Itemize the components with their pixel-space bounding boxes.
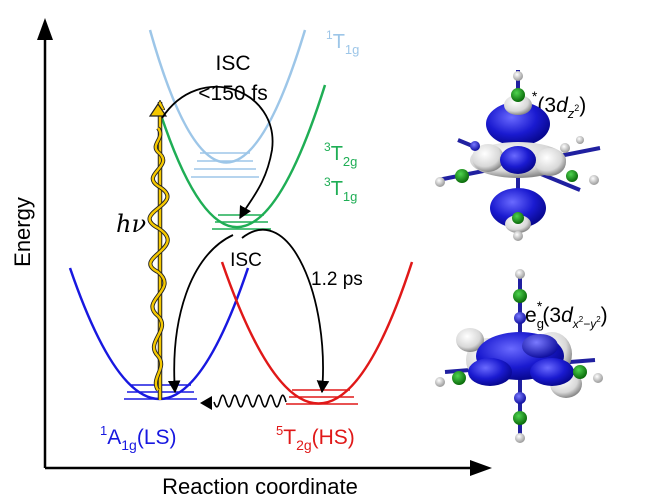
state-hs-label: 5T2g(HS)	[276, 423, 355, 453]
photon-wave	[148, 127, 169, 391]
hs-relaxation-wave	[213, 394, 287, 408]
isc-arrow-top	[161, 86, 274, 220]
isc-top-time: <150 fs	[198, 82, 267, 105]
hs-levels	[286, 389, 358, 405]
state-ls-label: 1A1g(LS)	[100, 423, 177, 453]
orbital-dz2-image	[435, 70, 601, 241]
state-1t1g-label: 1T1g	[326, 28, 359, 57]
state-3t2g-label: 3T2g	[324, 140, 357, 169]
hs-relaxation-arrowhead	[200, 396, 212, 410]
photon-excitation: hν	[116, 102, 170, 400]
y-axis-label: Energy	[10, 197, 35, 267]
singlet-t1g-curve	[148, 29, 307, 164]
x-axis-label: Reaction coordinate	[162, 474, 358, 499]
photon-label: hν	[116, 210, 146, 238]
triplet-curve	[158, 84, 327, 229]
singlet-levels	[191, 152, 259, 178]
state-3t1g-label: 3T1g	[324, 175, 357, 204]
arrow-to-hs	[241, 229, 330, 394]
isc-arrow-to-ls	[167, 234, 234, 394]
process-arrows	[161, 86, 330, 394]
orbital-dx2y2-image	[435, 269, 603, 443]
isc-top-label: ISC	[215, 52, 250, 75]
x-axis-arrowhead	[470, 460, 492, 476]
orbital-dx2y2-label: eg*(3dx2−y2)	[525, 298, 608, 331]
y-axis-arrowhead	[37, 18, 53, 40]
isc-mid-label: ISC	[230, 250, 262, 271]
hs-time-label: 1.2 ps	[311, 269, 363, 290]
axes: Energy Reaction coordinate	[10, 18, 492, 499]
excitation-arrowhead	[148, 102, 168, 117]
